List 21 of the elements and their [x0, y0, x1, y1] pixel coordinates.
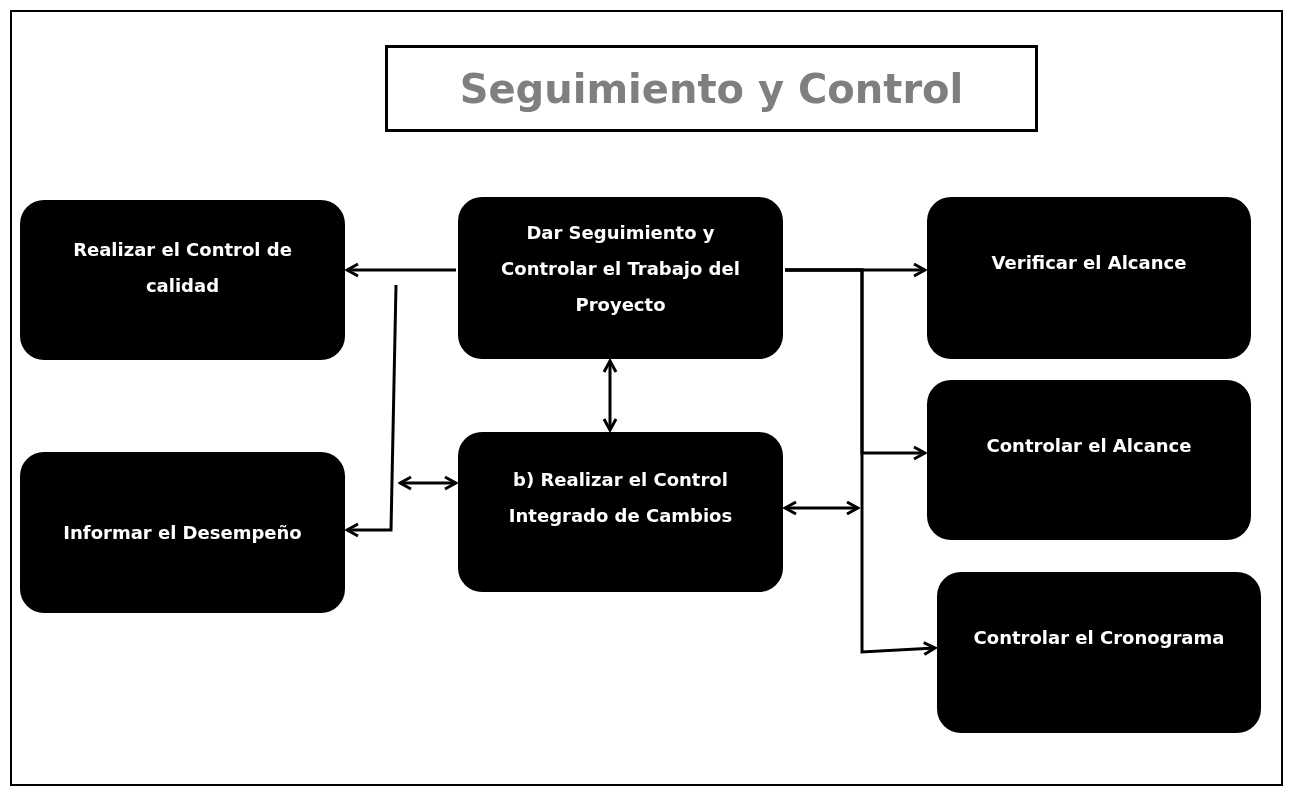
process-box — [20, 200, 345, 360]
process-box — [927, 197, 1251, 359]
arrow — [345, 262, 456, 278]
node-text: Controlar el Alcance — [986, 434, 1192, 458]
node-text: Verificar el Alcance — [991, 251, 1187, 275]
node-text: Dar Seguimiento y Controlar el Trabajo del Proyecto — [500, 221, 741, 317]
arrow — [785, 268, 937, 657]
process-box — [927, 380, 1251, 540]
arrow — [602, 359, 618, 432]
process-box — [458, 432, 783, 592]
arrow — [398, 475, 458, 491]
process-box — [937, 572, 1261, 733]
node-text: Informar el Desempeño — [63, 520, 302, 545]
process-box — [458, 197, 783, 359]
node-text: Realizar el Control de calidad — [72, 238, 293, 298]
node-text: Controlar el Cronograma — [973, 626, 1225, 650]
arrow — [783, 500, 860, 516]
arrow — [345, 284, 398, 538]
process-box — [20, 452, 345, 613]
title-banner: Seguimiento y Control — [385, 45, 1038, 132]
node-text: b) Realizar el Control Integrado de Cambios — [507, 468, 734, 528]
